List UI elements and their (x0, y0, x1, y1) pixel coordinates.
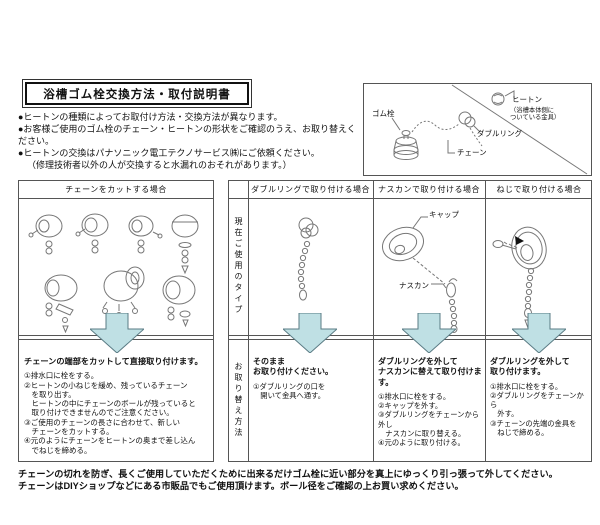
step: ③チェーンの先端の金具を ねじで締める。 (490, 418, 577, 438)
double-ring-illustration (297, 217, 319, 301)
instruction-heading: そのまま お取り付けください。 (253, 357, 333, 377)
step: ②キャップを外す。 (378, 401, 443, 411)
exploded-fittings-illustration (28, 213, 199, 333)
chain-cut-panel: チェーンをカットする場合 チェーンの端部をカットして直接取り付けます。 ①排水口… (18, 180, 214, 462)
step: ④元のようにチェーンをヒートンの奥まで差し込ん でねじを締める。 (24, 436, 196, 455)
page-title: 浴槽ゴム栓交換方法・取付説明書 (25, 82, 249, 105)
note-line: ●ヒートンの種類によってお取付け方法・交換方法が異なります。 (18, 112, 283, 122)
double-ring-label: ダブルリング (477, 129, 522, 138)
down-arrow-icon (283, 313, 337, 353)
step: ①排水口に栓をする。 (24, 371, 99, 381)
row-label-replace-method: お取り替え方法 (234, 361, 243, 439)
instruction-heading: チェーンの端部をカットして直接取り付けます。 (24, 357, 203, 366)
cap-label: キャップ (429, 210, 459, 219)
column-header: ナスカンで取り付ける場合 (378, 185, 480, 194)
footer-notes: チェーンの切れを防ぎ、長くご使用していただくために出来るだけゴム栓に近い部分を真… (18, 468, 594, 492)
notes: ●ヒートンの種類によってお取付け方法・交換方法が異なります。 ●お客様ご使用のゴ… (18, 111, 363, 171)
step: ④元のように取り付ける。 (378, 438, 465, 448)
step: ①ダブルリングの口を 開いて金具へ通す。 (253, 381, 326, 400)
panel-header: チェーンをカットする場合 (65, 185, 167, 194)
step: ①排水口に栓をする。 (490, 381, 563, 391)
note-line: （修理技術者以外の人が交換すると水漏れのおそれがあります。） (27, 160, 292, 170)
chain-label: チェーン (457, 148, 487, 157)
note-line: ●ヒートンの交換はパナソニック電工テクノサービス㈱にご依頼ください。 (18, 148, 320, 158)
note-line: ●お客様ご使用のゴム栓のチェーン・ヒートンの形状をご確認のうえ、お取り替えくださ… (18, 124, 356, 146)
step: ③ダブルリングをチェーンから外し ナスカンに取り替える。 (378, 410, 480, 439)
instruction-heading: ダブルリングを外して 取り付けます。 (490, 357, 570, 377)
plug-chain-illustration (391, 84, 588, 175)
snap-hook-cell: キャップ ナスカン (373, 198, 485, 335)
title-box: 浴槽ゴム栓交換方法・取付説明書 (22, 79, 252, 108)
instruction-cell: チェーンの端部をカットして直接取り付けます。 ①排水口に栓をする。 ②ヒートンの… (19, 339, 215, 461)
attachment-types-table: ダブルリングで取り付ける場合 ナスカンで取り付ける場合 ねじで取り付ける場合 現… (228, 180, 592, 462)
footer-line: チェーンはDIYショップなどにある市販品でもご使用頂けます。ボール径をご確認の上… (18, 481, 464, 492)
step: ②ヒートンの小ねじを緩め、残っているチェーン を取り出す。 ヒートンの中にチェー… (24, 380, 196, 418)
instruction-cell: ダブルリングを外して 取り付けます。 ①排水口に栓をする。 ②ダブルリングをチェ… (485, 339, 593, 461)
instruction-heading: ダブルリングを外して ナスカンに替えて取り付けます。 (378, 357, 482, 387)
heaton-label: ヒートン (512, 95, 542, 104)
down-arrow-icon (90, 313, 144, 353)
down-arrow-icon (402, 313, 456, 353)
plug-label: ゴム栓 (372, 109, 395, 118)
row-label-current-type: 現在ご使用のタイプ (234, 217, 243, 316)
step: ①排水口に栓をする。 (378, 391, 451, 401)
heaton-note: （浴槽本体側に ついている金具） (510, 107, 561, 122)
snap-hook-illustration (382, 216, 458, 333)
step: ②ダブルリングをチェーンから 外す。 (490, 390, 584, 419)
instruction-cell: ダブルリングを外して ナスカンに替えて取り付けます。 ①排水口に栓をする。 ②キ… (373, 339, 485, 461)
overview-diagram: ゴム栓 ダブルリング チェーン ヒートン （浴槽本体側に ついている金具） (363, 83, 592, 176)
column-header: ねじで取り付ける場合 (496, 185, 582, 194)
footer-line: チェーンの切れを防ぎ、長くご使用していただくために出来るだけゴム栓に近い部分を真… (18, 469, 558, 479)
down-arrow-icon (512, 313, 566, 353)
step: ③ご使用のチェーンの長さに合わせて、新しい チェーンをカットする。 (24, 417, 180, 437)
snap-hook-label: ナスカン (399, 281, 429, 290)
column-header: ダブルリングで取り付ける場合 (251, 185, 370, 194)
instruction-cell: そのまま お取り付けください。 ①ダブルリングの口を 開いて金具へ通す。 (248, 339, 373, 461)
